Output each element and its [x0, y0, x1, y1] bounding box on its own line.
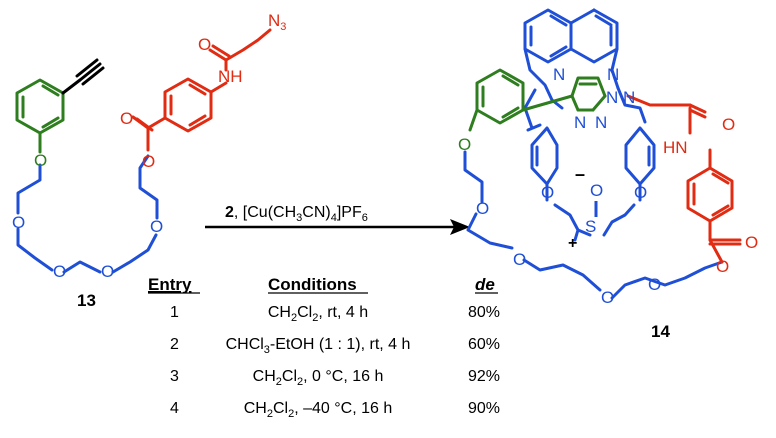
compound-14: [463, 8, 742, 300]
compound-14-label: 14: [651, 322, 670, 341]
phenol-oxygen-14: O: [458, 135, 471, 154]
reagent-label: 2, [Cu(CH3CN)4]PF6: [225, 204, 368, 224]
pyridine-n-right: N: [607, 65, 619, 84]
crown-chain-14: [463, 150, 724, 300]
table-cell-de: 92%: [468, 368, 500, 385]
ester-oxygen-13: O: [142, 152, 155, 171]
crown-oxygen-13-a: O: [12, 213, 25, 232]
crown-oxygen-14-d: O: [648, 275, 661, 294]
table-cell-entry: 2: [170, 336, 179, 353]
compound-13-ester-amide: [131, 28, 272, 152]
pyridine-n-left: N: [553, 65, 565, 84]
triazole-n-2: N: [595, 113, 607, 132]
compound-13: [15, 28, 272, 274]
table-cell-conditions: CH2Cl2, –40 °C, 16 h: [244, 400, 392, 420]
amide-hn-14: HN: [663, 138, 688, 157]
table-cell-conditions: CH2Cl2, 0 °C, 16 h: [253, 368, 384, 388]
header-de: de: [475, 275, 495, 294]
table-cell-entry: 1: [170, 304, 179, 321]
table-cell-conditions: CHCl3-EtOH (1 : 1), rt, 4 h: [226, 336, 411, 356]
crown-oxygen-13-b: O: [53, 262, 66, 281]
table-cell-entry: 3: [170, 368, 179, 385]
table-cell-de: 90%: [468, 400, 500, 417]
crown-oxygen-13-c: O: [101, 262, 114, 281]
ester-carbonyl-oxygen-13: O: [120, 109, 133, 128]
triazole-n-1: N: [606, 88, 618, 107]
table-cell-entry: 4: [170, 400, 179, 417]
reaction-arrow: [205, 219, 470, 235]
azide-label: N3: [268, 11, 286, 33]
aryl-oxygen-left: O: [541, 183, 554, 202]
compound-13-label: 13: [77, 291, 96, 310]
amide-oxygen-13: O: [198, 35, 211, 54]
header-entry: Entry: [148, 275, 192, 294]
table-cell-de: 80%: [468, 304, 500, 321]
compound-13-phenyl-ring: [15, 78, 65, 154]
table-cell-de: 60%: [468, 336, 500, 353]
triazole-phenyl: [468, 68, 607, 132]
crown-oxygen-14-a: O: [476, 199, 489, 218]
crown-oxygen-13-d: O: [150, 217, 163, 236]
crown-oxygen-14-c: O: [601, 288, 614, 307]
crown-oxygen-14-b: O: [513, 250, 526, 269]
macrocycle-chains: [523, 86, 656, 242]
aryl-oxygen-right: O: [634, 183, 647, 202]
amide-oxygen-14: O: [722, 115, 735, 134]
ester-carbonyl-oxygen-14: O: [745, 233, 758, 252]
triazole-n-4: N: [623, 88, 635, 107]
conditions-table: Entry Conditions de 1 CH2Cl2, rt, 4 h 80% 2…: [148, 275, 500, 420]
sulfur-label: S: [585, 217, 596, 236]
triazole-n-3: N: [574, 113, 586, 132]
amide-ester-14: [626, 94, 742, 264]
header-conditions: Conditions: [268, 275, 357, 294]
compound-13-labels: N3 O NH O O O O O O O O 13: [12, 11, 286, 310]
amide-nh-13: NH: [218, 67, 243, 86]
phenol-oxygen-13: O: [34, 151, 47, 170]
compound-13-alkyne: [61, 58, 105, 95]
sulfur-oxygen-label: O: [590, 181, 603, 200]
ester-oxygen-14: O: [716, 257, 729, 276]
compound-14-labels: N N N N N N O HN O O O O O O O O O S O –…: [458, 65, 758, 341]
plus-charge: +: [568, 235, 577, 252]
compound-13-crown-chain: [16, 154, 159, 274]
table-cell-conditions: CH2Cl2, rt, 4 h: [268, 304, 368, 324]
table-rows: 1 CH2Cl2, rt, 4 h 80% 2 CHCl3-EtOH (1 : 1), …: [170, 304, 500, 420]
minus-charge: –: [575, 164, 585, 184]
